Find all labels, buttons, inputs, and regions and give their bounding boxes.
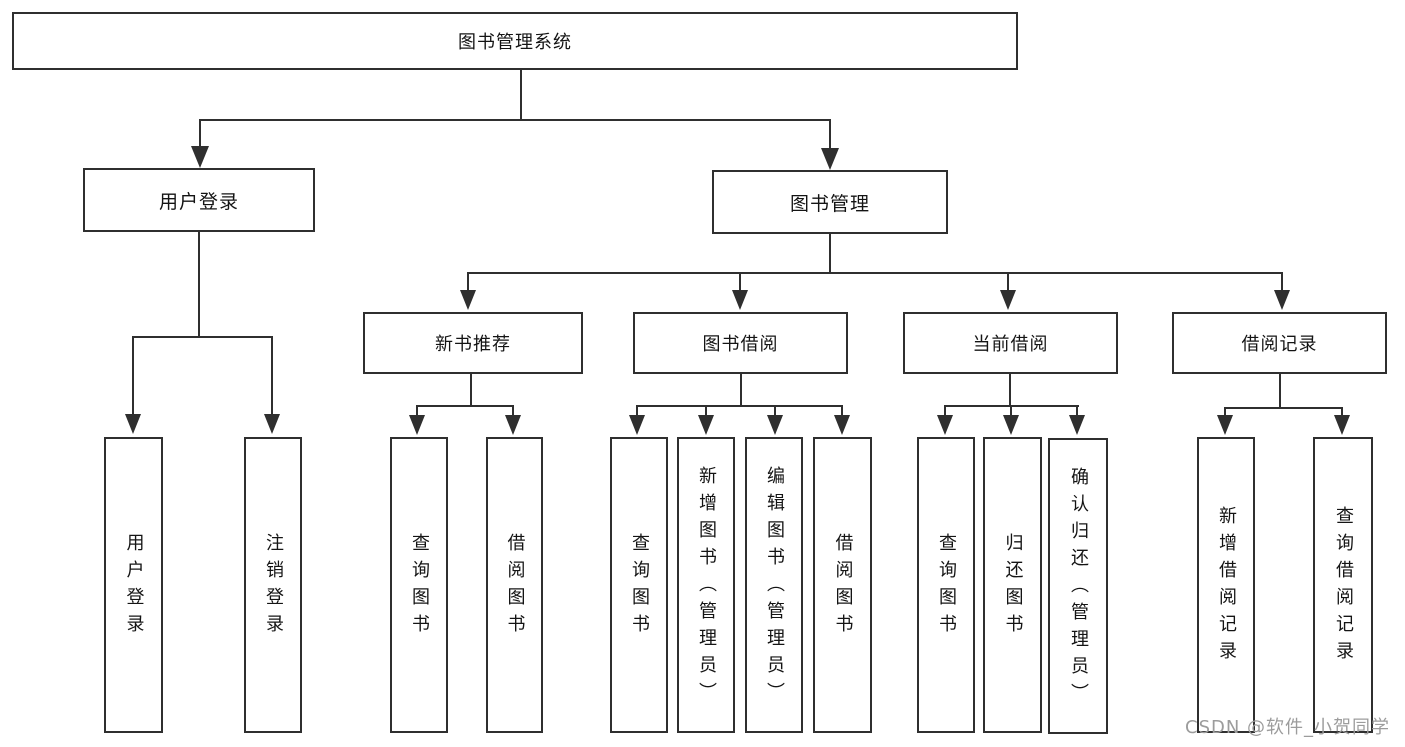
connector-arrow-shaft — [1341, 407, 1343, 417]
connector-arrow-shaft — [636, 405, 638, 417]
leaf-cb-confirm-return-admin: 确认归还（管理员） — [1048, 438, 1108, 734]
arrow-down-icon — [1217, 415, 1233, 435]
connector-level2-rail — [468, 272, 1283, 274]
connector-stem — [1279, 374, 1281, 407]
arrow-down-icon — [767, 415, 783, 435]
connector-arrow-shaft — [1281, 272, 1283, 292]
arrow-down-icon — [505, 415, 521, 435]
connector-arrow-shaft — [829, 119, 831, 150]
connector-rail — [417, 405, 514, 407]
leaf-bb-add-books-admin: 新增图书（管理员） — [677, 437, 735, 733]
arrow-down-icon — [409, 415, 425, 435]
arrow-down-icon — [460, 290, 476, 310]
arrow-down-icon — [698, 415, 714, 435]
connector-arrow-shaft — [467, 272, 469, 292]
connector-arrow-shaft — [705, 405, 707, 417]
leaf-cb-return-books: 归还图书 — [983, 437, 1042, 733]
connector-arrow-shaft — [132, 336, 134, 416]
connector-arrow-shaft — [199, 119, 201, 150]
connector-arrow-shaft — [1224, 407, 1226, 417]
connector-arrow-shaft — [1076, 405, 1078, 417]
arrow-down-icon — [1334, 415, 1350, 435]
connector-arrow-shaft — [944, 405, 946, 417]
connector-rail — [945, 405, 1079, 407]
arrow-down-icon — [264, 414, 280, 434]
arrow-down-icon — [1003, 415, 1019, 435]
arrow-down-icon — [821, 148, 839, 170]
connector-arrow-shaft — [739, 272, 741, 292]
node-book-management: 图书管理 — [712, 170, 948, 234]
node-book-borrowing: 图书借阅 — [633, 312, 848, 374]
connector-rail — [637, 405, 843, 407]
connector-arrow-shaft — [1007, 272, 1009, 292]
connector-stem — [740, 374, 742, 405]
leaf-bb-borrow-books: 借阅图书 — [813, 437, 872, 733]
arrow-down-icon — [125, 414, 141, 434]
arrow-down-icon — [834, 415, 850, 435]
leaf-bb-edit-books-admin: 编辑图书（管理员） — [745, 437, 803, 733]
leaf-logout: 注销登录 — [244, 437, 302, 733]
leaf-nb-borrow-books: 借阅图书 — [486, 437, 543, 733]
leaf-br-query-record: 查询借阅记录 — [1313, 437, 1373, 733]
connector-arrow-shaft — [416, 405, 418, 417]
connector-root-stem — [520, 70, 522, 119]
connector-arrow-shaft — [271, 336, 273, 416]
connector-level1-rail — [199, 119, 831, 121]
leaf-cb-query-books: 查询图书 — [917, 437, 975, 733]
arrow-down-icon — [937, 415, 953, 435]
connector-user-login-stem — [198, 232, 200, 336]
leaf-br-add-record: 新增借阅记录 — [1197, 437, 1255, 733]
connector-rail — [1225, 407, 1343, 409]
arrow-down-icon — [1000, 290, 1016, 310]
node-user-login: 用户登录 — [83, 168, 315, 232]
leaf-nb-query-books: 查询图书 — [390, 437, 448, 733]
node-new-book-recommend: 新书推荐 — [363, 312, 583, 374]
connector-arrow-shaft — [512, 405, 514, 417]
arrow-down-icon — [191, 146, 209, 168]
connector-stem — [470, 374, 472, 405]
connector-stem — [1009, 374, 1011, 405]
leaf-bb-query-books: 查询图书 — [610, 437, 668, 733]
csdn-watermark: CSDN @软件_小贺同学 — [1185, 717, 1391, 738]
arrow-down-icon — [732, 290, 748, 310]
node-current-borrowing: 当前借阅 — [903, 312, 1118, 374]
connector-user-login-rail — [132, 336, 273, 338]
arrow-down-icon — [1274, 290, 1290, 310]
connector-arrow-shaft — [1010, 405, 1012, 417]
arrow-down-icon — [1069, 415, 1085, 435]
node-library-system: 图书管理系统 — [12, 12, 1018, 70]
node-borrow-records: 借阅记录 — [1172, 312, 1387, 374]
arrow-down-icon — [629, 415, 645, 435]
connector-arrow-shaft — [774, 405, 776, 417]
connector-book-mgmt-stem — [829, 234, 831, 272]
connector-arrow-shaft — [841, 405, 843, 417]
leaf-user-login: 用户登录 — [104, 437, 163, 733]
